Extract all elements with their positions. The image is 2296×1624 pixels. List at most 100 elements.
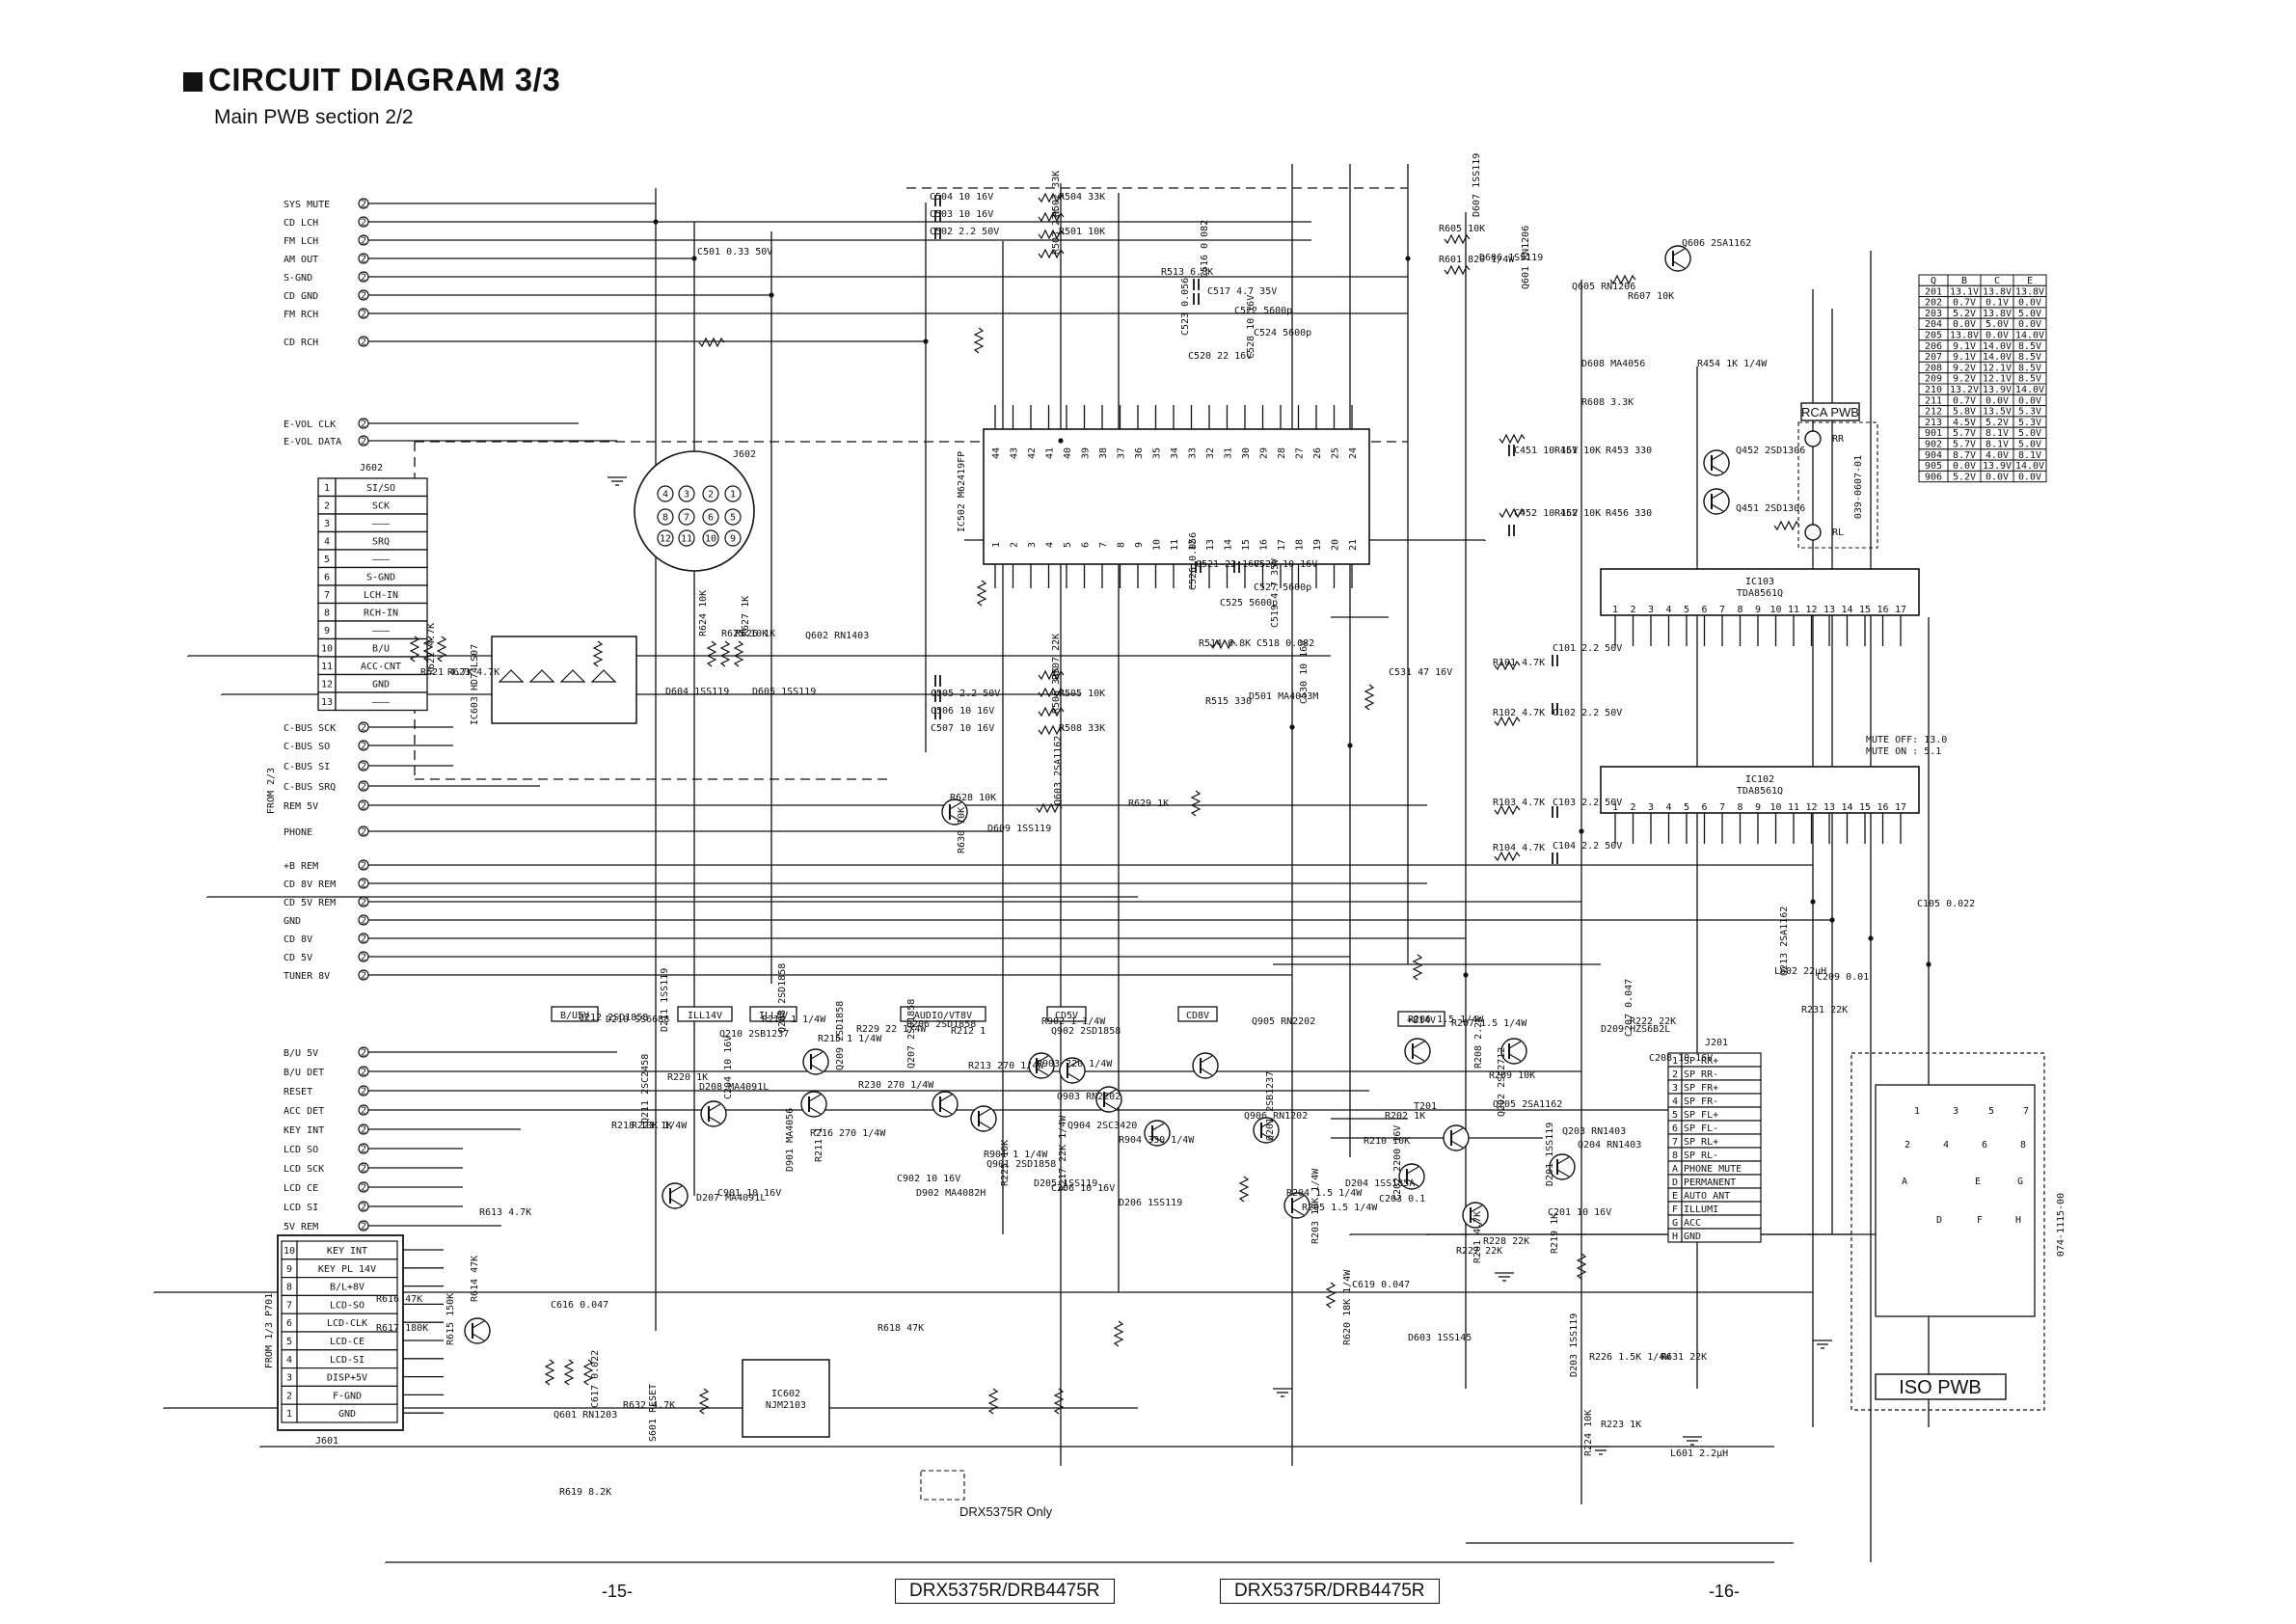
ic602-type: NJM2103	[766, 1400, 806, 1411]
transistor-11-collector	[1260, 1120, 1274, 1128]
part-ref-141: D901 MA4056	[785, 1108, 796, 1172]
transistor-8-collector	[1470, 1204, 1483, 1213]
transistor-7-emitter	[1450, 1140, 1464, 1149]
part-ref-31: R515 330	[1205, 696, 1252, 707]
transistor-11-emitter	[1260, 1132, 1274, 1141]
rca-part-number: 039-0607-01	[1853, 455, 1864, 519]
voltage-table-value: 5.2V	[1953, 472, 1976, 482]
input-terminal	[358, 435, 369, 447]
part-ref-36: D607 1SS119	[1472, 153, 1482, 217]
part-ref-129: C207 0.047	[1624, 979, 1634, 1037]
din-connector-label: J602	[733, 449, 756, 460]
part-ref-79: Q212 2SD1858	[579, 1013, 648, 1023]
page-title: CIRCUIT DIAGRAM 3/3	[183, 62, 560, 98]
j602-pin-number: 7	[324, 590, 330, 601]
input-terminal-number: 2	[361, 861, 366, 872]
iso-pin-6: 6	[1982, 1140, 1987, 1150]
ic103-pin-number: 17	[1895, 605, 1906, 615]
iso-pin-D: D	[1936, 1215, 1942, 1226]
input-label-24: B/U DET	[284, 1068, 324, 1078]
resistor-v-6	[706, 640, 717, 667]
transistor-7-collector	[1450, 1127, 1464, 1136]
j601-pin-signal: LCD-CE	[330, 1337, 365, 1347]
ic103-pin-number: 11	[1788, 605, 1799, 615]
supply-label-box	[1177, 1006, 1218, 1022]
input-label-14: REM 5V	[284, 801, 318, 812]
resistor-v-16	[544, 1359, 555, 1386]
resistor-v-4	[436, 636, 447, 663]
ic502-box	[983, 428, 1370, 565]
ic603-box	[491, 636, 637, 724]
voltage-table-header: E	[2027, 276, 2033, 286]
part-ref-15: C528 10 16V	[1246, 295, 1256, 359]
j601-title: J601	[315, 1436, 338, 1447]
j201-pin-number: D	[1672, 1177, 1678, 1188]
part-ref-148: D206 1SS119	[1119, 1198, 1182, 1208]
input-terminal-number: 2	[361, 1145, 366, 1155]
voltage-table-value: 0.0V	[1953, 319, 1976, 330]
resistor-6	[1038, 706, 1065, 717]
ic502-pin-number: 19	[1312, 539, 1323, 551]
junction-dot	[1463, 972, 1469, 978]
j201-pin-signal: SP FL+	[1684, 1110, 1718, 1121]
part-ref-127: C201 10 16V	[1548, 1207, 1611, 1218]
transistor-21-emitter	[669, 1198, 683, 1206]
part-ref-82: Q210 2SB1237	[719, 1029, 789, 1040]
page-number-left: -15-	[602, 1582, 634, 1601]
transistor-3	[1664, 245, 1691, 272]
ic502-pin-number: 2	[1010, 542, 1020, 548]
part-ref-93: Q207 2SD1858	[906, 999, 917, 1069]
input-terminal-number: 2	[361, 1203, 366, 1213]
transistor-11	[1253, 1117, 1280, 1144]
voltage-table-value: 5.0V	[2018, 440, 2041, 450]
din-pin-number: 5	[730, 513, 736, 524]
part-ref-125: D204 1SS185A	[1345, 1178, 1415, 1189]
input-label-3: AM OUT	[284, 255, 318, 265]
voltage-table-value: 5.7V	[1953, 428, 1976, 439]
junction-dot	[1868, 935, 1874, 941]
junction-dot	[1926, 961, 1931, 967]
transistor-7	[1443, 1124, 1470, 1151]
voltage-table-value: 0.7V	[1953, 298, 1976, 309]
resistor-v-9	[1412, 954, 1423, 981]
mute-on-note: MUTE ON : 5.1	[1866, 746, 1941, 757]
ic103-box	[1600, 568, 1920, 616]
transistor-5-emitter	[1508, 1053, 1522, 1062]
input-terminal-number: 2	[361, 255, 366, 265]
j602-pin-signal: SCK	[372, 501, 390, 512]
ic103-pin-number: 10	[1769, 605, 1781, 615]
part-ref-42: R608 3.3K	[1581, 397, 1634, 408]
din-pin	[657, 529, 674, 547]
voltage-table-value: 207	[1925, 352, 1942, 363]
voltage-table-value: 0.0V	[1985, 331, 2009, 341]
din-pin-number: 2	[708, 490, 714, 501]
voltage-table-value: 906	[1925, 472, 1942, 482]
input-label-18: CD 5V REM	[284, 898, 336, 908]
part-ref-112: R209 10K	[1489, 1070, 1535, 1081]
input-terminal-number: 2	[361, 420, 366, 430]
voltage-table-value: 5.7V	[1953, 440, 1976, 450]
din-pin	[678, 508, 695, 526]
voltage-table-value: 904	[1925, 450, 1942, 461]
transistor-3-collector	[1672, 248, 1686, 257]
resistor-v-12	[987, 1388, 999, 1415]
part-ref-113: Q205 2SA1162	[1493, 1099, 1562, 1110]
input-terminal-number: 2	[361, 1106, 366, 1117]
part-ref-32: D501 MA4043M	[1249, 691, 1318, 702]
resistor-3	[1038, 248, 1065, 259]
input-terminal-number: 2	[361, 437, 366, 447]
j602-pin-signal: ———	[372, 697, 391, 708]
resistor-v-7	[719, 640, 731, 667]
ic502-pin-number: 4	[1045, 542, 1056, 548]
j602-pin-signal-cell	[335, 691, 428, 712]
part-ref-78: R630 10K	[957, 807, 967, 853]
j201-pin-number: 5	[1672, 1110, 1678, 1121]
voltage-table-value: 13.8V	[1983, 309, 2012, 319]
input-label-7: CD RCH	[284, 338, 318, 348]
rca-pwb-label: RCA PWB	[1801, 405, 1859, 420]
j201-pin-signal: SP RL-	[1684, 1150, 1718, 1161]
ic103-pin-number: 16	[1877, 605, 1888, 615]
part-ref-68: R626 1K	[735, 629, 775, 639]
transistor-5-collector	[1508, 1041, 1522, 1049]
transistor-12	[1283, 1192, 1310, 1219]
